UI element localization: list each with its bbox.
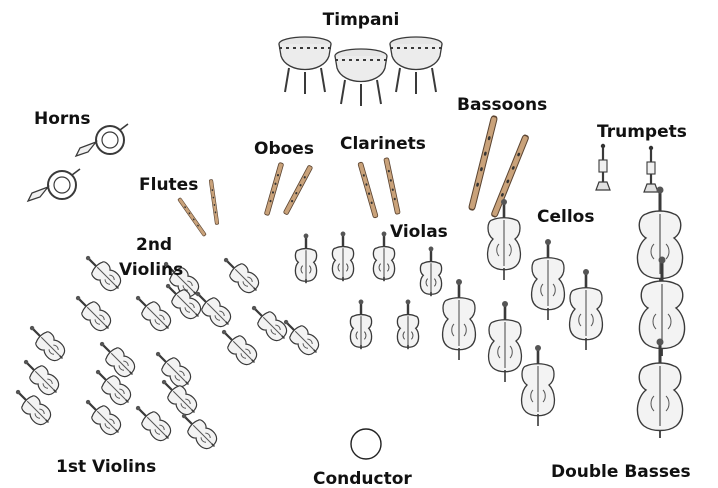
violin [130,290,176,336]
viola [397,299,418,349]
second-violins-group [70,250,324,370]
violin [176,408,222,454]
timpani-drum [390,37,442,94]
bassoon [491,135,529,218]
clarinet [384,158,401,215]
violin [150,346,196,392]
label-cellos: Cellos [537,207,594,227]
flute [178,198,207,237]
label-1st-violins: 1st Violins [56,457,156,477]
label-trumpets: Trumpets [597,122,687,142]
bassoons-group [468,116,529,218]
label-double-basses: Double Basses [551,462,691,482]
viola [350,299,371,349]
oboe [264,162,283,215]
viola [332,231,353,281]
violin [216,324,262,370]
cellos-group [443,199,603,426]
first-violins-group [10,320,222,454]
oboes-group [264,162,313,215]
timpani-drum [335,49,387,106]
label-conductor: Conductor [313,469,412,488]
viola [420,246,441,296]
double-bass [637,339,682,439]
label-flutes: Flutes [139,175,198,195]
clarinets-group [358,158,400,218]
oboe [283,165,313,215]
bassoon [468,116,497,211]
label-bassoons: Bassoons [457,95,547,115]
double-bass [637,187,682,287]
label-violas: Violas [390,222,448,242]
violas-group [295,231,441,349]
viola [295,233,316,283]
trumpet [644,146,658,192]
label-timpani: Timpani [323,10,400,30]
label-horns: Horns [34,109,91,129]
label-2nd-violins-line1: 2nd [136,235,172,255]
timpani-group [279,37,442,106]
cello [489,301,522,382]
violin [24,320,70,366]
double-basses-group [637,187,684,439]
label-2nd-violins-line2: Violins [119,260,183,280]
conductor-marker [351,429,381,459]
cello [570,269,603,350]
horns-group [28,124,128,201]
flute [209,179,219,224]
violin [70,290,116,336]
violin [218,252,264,298]
cello [522,345,555,426]
label-oboes: Oboes [254,139,314,159]
clarinet [358,162,378,218]
cello [532,239,565,320]
cello [443,279,476,360]
label-clarinets: Clarinets [340,134,426,154]
violin [130,400,176,446]
trumpets-group [596,144,658,192]
timpani-drum [279,37,331,94]
trumpet [596,144,610,190]
horn [28,169,80,201]
